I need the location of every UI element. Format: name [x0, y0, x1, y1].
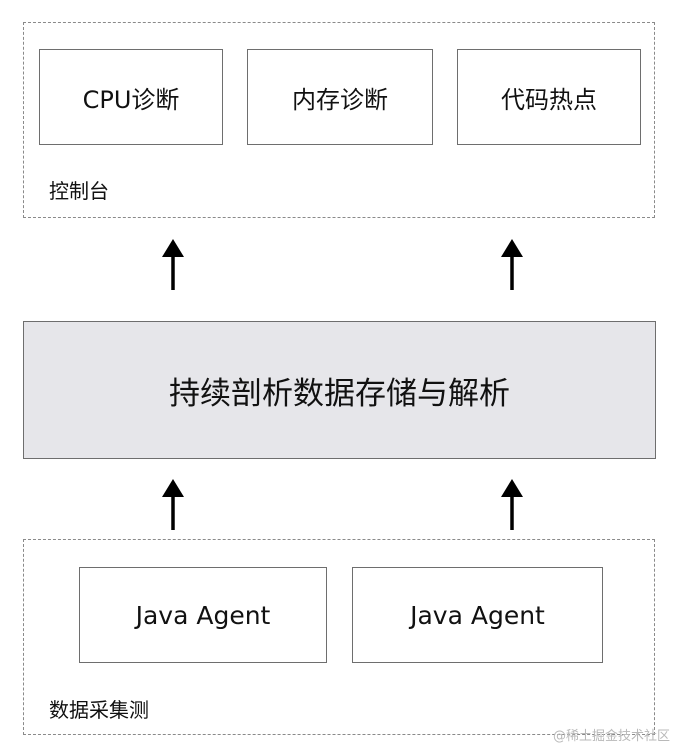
- arrow-up-icon: [162, 479, 184, 530]
- console-label: 控制台: [49, 179, 109, 203]
- arrow-up-icon: [501, 479, 523, 530]
- arrow-up-icon: [162, 239, 184, 290]
- cpu-diagnosis-box: CPU诊断: [39, 49, 223, 145]
- collection-group: [23, 539, 655, 735]
- arrow-up-icon: [501, 239, 523, 290]
- java-agent-box: Java Agent: [79, 567, 327, 663]
- memory-diagnosis-box: 内存诊断: [247, 49, 433, 145]
- collection-label: 数据采集测: [49, 698, 149, 722]
- java-agent-box: Java Agent: [352, 567, 603, 663]
- watermark-text: @稀土掘金技术社区: [552, 729, 670, 744]
- profiling-storage-box: 持续剖析数据存储与解析: [23, 321, 656, 459]
- console-group: [23, 22, 655, 218]
- code-hotspot-box: 代码热点: [457, 49, 641, 145]
